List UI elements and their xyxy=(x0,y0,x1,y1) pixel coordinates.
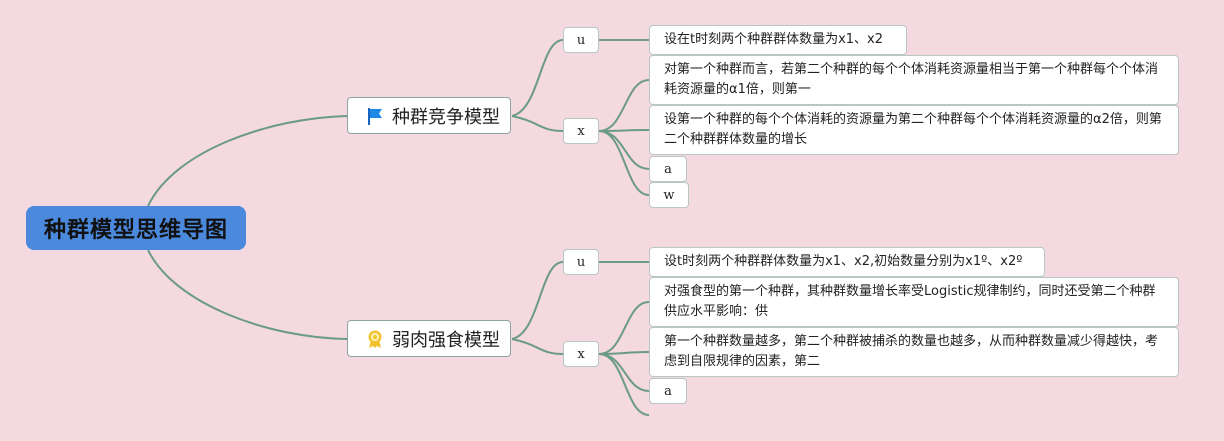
branch-competition-u-text[interactable]: 设在t时刻两个种群群体数量为x1、x2 xyxy=(649,25,907,55)
branch-predation-node[interactable]: 弱肉强食模型 xyxy=(347,320,511,357)
branch-label: 种群竞争模型 xyxy=(392,106,500,128)
leaf-text: 第一个种群数量越多，第二个种群被捕杀的数量也越多，从而种群数量减少得越快，考虑到… xyxy=(664,334,1159,369)
connector-line xyxy=(598,129,650,132)
connector-line xyxy=(598,353,650,392)
leaf-text: a xyxy=(664,161,672,177)
branch-competition-x-item-3[interactable]: a xyxy=(649,156,687,182)
leaf-text: 设第一个种群的每个个体消耗的资源量为第二个种群每个个体消耗资源量的α2倍，则第二… xyxy=(664,112,1162,147)
branch-competition-node[interactable]: 种群竞争模型 xyxy=(347,97,511,134)
branch-competition-x-node[interactable]: x xyxy=(563,118,599,144)
branch-competition-u-node[interactable]: u xyxy=(563,27,599,53)
connector-line xyxy=(147,249,348,340)
leaf-text: w xyxy=(663,187,675,203)
branch-predation-x-node[interactable]: x xyxy=(563,341,599,367)
connector-line xyxy=(598,301,650,355)
branch-competition-x-item-4[interactable]: w xyxy=(649,182,689,208)
leaf-text: a xyxy=(664,383,672,399)
x-label: x xyxy=(577,346,585,362)
connector-line xyxy=(511,39,564,117)
branch-competition-x-item-1[interactable]: 对第一个种群而言，若第二个种群的每个个体消耗资源量相当于第一个种群每个个体消耗资… xyxy=(649,55,1179,105)
leaf-text: 对强食型的第一个种群，其种群数量增长率受Logistic规律制约，同时还受第二个… xyxy=(664,284,1156,319)
branch-predation-x-item-2[interactable]: 第一个种群数量越多，第二个种群被捕杀的数量也越多，从而种群数量减少得越快，考虑到… xyxy=(649,327,1179,377)
leaf-text: 设t时刻两个种群群体数量为x1、x2,初始数量分别为x1º、x2º xyxy=(664,254,1023,269)
branch-predation-x-item-3[interactable]: a xyxy=(649,378,687,404)
root-node[interactable]: 种群模型思维导图 xyxy=(26,206,246,250)
connector-line xyxy=(511,115,564,132)
connector-line xyxy=(598,353,650,416)
leaf-text: 设在t时刻两个种群群体数量为x1、x2 xyxy=(664,32,884,47)
leaf-text: 对第一个种群而言，若第二个种群的每个个体消耗资源量相当于第一个种群每个个体消耗资… xyxy=(664,62,1159,97)
connector-line xyxy=(147,115,348,207)
connector-line xyxy=(511,338,564,355)
branch-label: 弱肉强食模型 xyxy=(392,329,500,351)
award-icon xyxy=(364,328,386,350)
x-label: x xyxy=(577,123,585,139)
branch-predation-x-item-1[interactable]: 对强食型的第一个种群，其种群数量增长率受Logistic规律制约，同时还受第二个… xyxy=(649,277,1179,327)
connector-line xyxy=(511,261,564,340)
u-label: u xyxy=(576,32,586,48)
flag-icon xyxy=(364,105,386,127)
connector-line xyxy=(598,79,650,132)
connector-line xyxy=(598,130,650,196)
branch-predation-u-text[interactable]: 设t时刻两个种群群体数量为x1、x2,初始数量分别为x1º、x2º xyxy=(649,247,1045,277)
u-label: u xyxy=(576,254,586,270)
root-label: 种群模型思维导图 xyxy=(43,218,228,243)
branch-competition-x-item-2[interactable]: 设第一个种群的每个个体消耗的资源量为第二个种群每个个体消耗资源量的α2倍，则第二… xyxy=(649,105,1179,155)
branch-predation-u-node[interactable]: u xyxy=(563,249,599,275)
